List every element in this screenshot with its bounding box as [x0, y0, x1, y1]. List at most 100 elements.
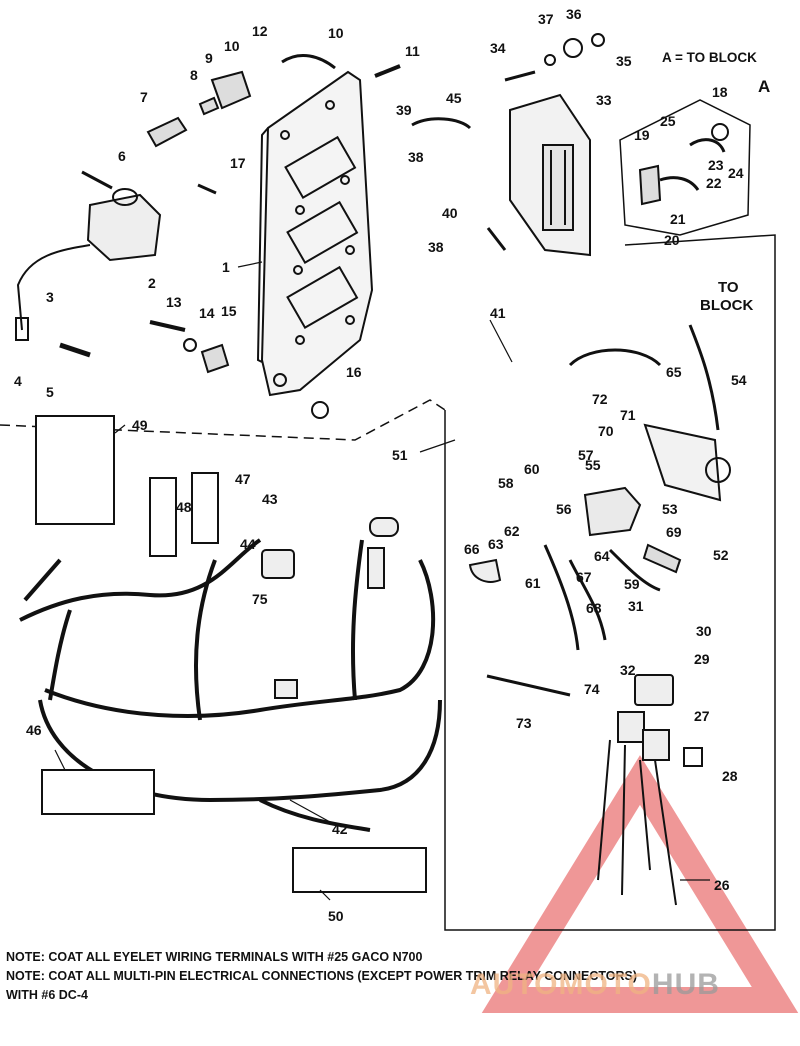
- to-block-line1: TO: [718, 279, 739, 296]
- callout-29: 29: [694, 651, 710, 667]
- note-line-1: NOTE: COAT ALL EYELET WIRING TERMINALS W…: [6, 950, 423, 964]
- callout-35: 35: [616, 53, 632, 69]
- callout-15: 15: [221, 303, 237, 319]
- callout-3: 3: [46, 289, 54, 305]
- callout-41: 41: [490, 305, 506, 321]
- callout-73: 73: [516, 715, 532, 731]
- leader-lines: [54, 261, 710, 901]
- callout-37: 37: [538, 11, 554, 27]
- callout-51: 51: [392, 447, 408, 463]
- callout-72: 72: [592, 391, 608, 407]
- callout-46: 46: [26, 722, 42, 738]
- callout-23: 23: [708, 157, 724, 173]
- callout-9: 9: [205, 50, 213, 66]
- callout-61: 61: [525, 575, 541, 591]
- ecm-module: [411, 33, 605, 257]
- ignition-coil: [15, 188, 162, 358]
- block-note: A = TO BLOCK: [662, 50, 757, 65]
- group-outline: [0, 234, 776, 931]
- callout-38b: 38: [428, 239, 444, 255]
- callout-13: 13: [166, 294, 182, 310]
- callout-5: 5: [46, 384, 54, 400]
- callout-64: 64: [594, 548, 610, 564]
- callout-71: 71: [620, 407, 636, 423]
- callout-30: 30: [696, 623, 712, 639]
- note-line-2: NOTE: COAT ALL MULTI-PIN ELECTRICAL CONN…: [6, 969, 638, 983]
- callout-20: 20: [664, 232, 680, 248]
- callout-27: 27: [694, 708, 710, 724]
- callout-43: 43: [262, 491, 278, 507]
- callout-21: 21: [670, 211, 686, 227]
- callout-50: 50: [328, 908, 344, 924]
- callout-65: 65: [666, 364, 682, 380]
- harness-connectors: [63, 517, 399, 796]
- callout-10a: 10: [224, 38, 240, 54]
- callout-32: 32: [620, 662, 636, 678]
- callout-26: 26: [714, 877, 730, 893]
- note-line-3: WITH #6 DC-4: [6, 988, 88, 1002]
- callout-63: 63: [488, 536, 504, 552]
- callout-33: 33: [596, 92, 612, 108]
- callout-66: 66: [464, 541, 480, 557]
- callout-8: 8: [190, 67, 198, 83]
- callout-18: 18: [712, 84, 728, 100]
- callout-7: 7: [140, 89, 148, 105]
- to-block-line2: BLOCK: [700, 297, 753, 314]
- notes-block: NOTE: COAT ALL EYELET WIRING TERMINALS W…: [6, 948, 796, 1005]
- callout-14: 14: [199, 305, 215, 321]
- callout-74: 74: [584, 681, 600, 697]
- callout-58: 58: [498, 475, 514, 491]
- callout-45: 45: [446, 90, 462, 106]
- callout-60: 60: [524, 461, 540, 477]
- callout-42: 42: [332, 821, 348, 837]
- callout-22: 22: [706, 175, 722, 191]
- electrical-mounting-plate: [256, 70, 374, 397]
- callout-6: 6: [118, 148, 126, 164]
- callout-12: 12: [252, 23, 268, 39]
- callout-49: 49: [132, 417, 148, 433]
- watermark-brand: AUTOMOTO: [470, 968, 652, 1001]
- callout-11: 11: [405, 43, 420, 59]
- engine-wiring-harness: [19, 538, 442, 832]
- callout-48: 48: [176, 499, 192, 515]
- watermark-text: AUTOMOTOHUB: [470, 968, 720, 1002]
- ref-a: A: [758, 77, 770, 96]
- callout-70: 70: [598, 423, 614, 439]
- callout-62: 62: [504, 523, 520, 539]
- callout-4: 4: [14, 373, 22, 389]
- callout-19: 19: [634, 127, 650, 143]
- callout-52: 52: [713, 547, 729, 563]
- callout-16: 16: [346, 364, 362, 380]
- callout-2: 2: [148, 275, 156, 291]
- callout-17: 17: [230, 155, 246, 171]
- callout-54: 54: [731, 372, 747, 388]
- callout-56: 56: [556, 501, 572, 517]
- callout-1: 1: [222, 259, 230, 275]
- callout-39: 39: [396, 102, 412, 118]
- watermark-brand-suffix: HUB: [651, 968, 720, 1001]
- callout-67: 67: [576, 569, 592, 585]
- callout-75: 75: [252, 591, 268, 607]
- callout-55: 55: [585, 457, 601, 473]
- callout-36: 36: [566, 6, 582, 22]
- callout-10b: 10: [328, 25, 344, 41]
- sensor-bracket: [619, 99, 751, 236]
- small-hardware-parts: [81, 53, 401, 419]
- reference-boxes: [35, 415, 427, 893]
- watermark-triangle: [481, 755, 799, 1013]
- callout-40: 40: [442, 205, 458, 221]
- callout-47: 47: [235, 471, 251, 487]
- callout-69: 69: [666, 524, 682, 540]
- callout-59: 59: [624, 576, 640, 592]
- callout-28: 28: [722, 768, 738, 784]
- callout-24: 24: [728, 165, 744, 181]
- callout-25: 25: [660, 113, 676, 129]
- callout-44: 44: [240, 536, 256, 552]
- callout-labels: 1 2 3 4 5 6 7 8 9 10 10 11 12 13 14 15 1…: [14, 6, 747, 924]
- callout-31: 31: [628, 598, 644, 614]
- callout-53: 53: [662, 501, 678, 517]
- relay-components: [468, 324, 731, 906]
- callout-38a: 38: [408, 149, 424, 165]
- callout-68: 68: [586, 600, 602, 616]
